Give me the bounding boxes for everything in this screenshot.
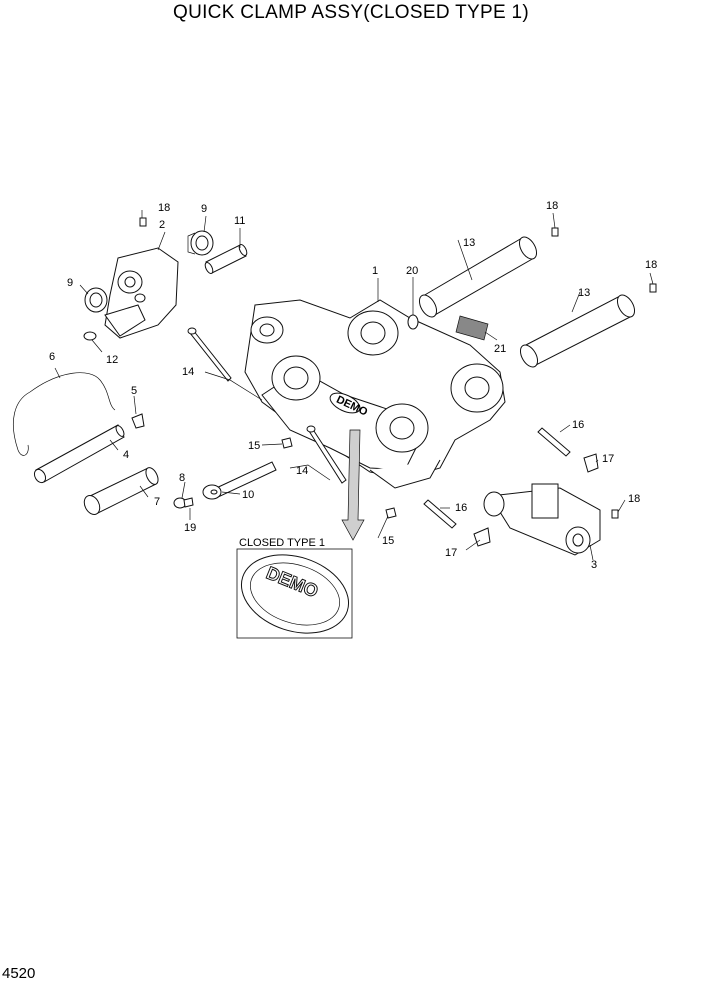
callout-11: 11 bbox=[234, 215, 245, 227]
part-17-fitting-lower bbox=[473, 527, 491, 547]
callout-18-d: 18 bbox=[628, 493, 640, 505]
part-17-fitting-upper bbox=[583, 453, 599, 473]
callout-6: 6 bbox=[49, 351, 55, 363]
leader-lines bbox=[54, 210, 654, 561]
part-14-bolt-lower bbox=[306, 425, 347, 484]
callout-18-b: 18 bbox=[546, 200, 558, 212]
part-3-cylinder bbox=[483, 483, 601, 556]
assembly-arrow-icon bbox=[341, 429, 365, 541]
part-2-clamp-hook bbox=[104, 247, 179, 339]
callout-8: 8 bbox=[179, 472, 185, 484]
part-1-main-frame: DEMO bbox=[244, 299, 506, 489]
part-16-bolt-lower bbox=[423, 499, 457, 529]
part-14-bolt-upper bbox=[187, 327, 232, 382]
callout-13-upper: 13 bbox=[463, 237, 475, 249]
inset-label: CLOSED TYPE 1 bbox=[239, 537, 325, 549]
part-11-pin bbox=[204, 243, 248, 275]
part-13-sleeve-lower bbox=[519, 294, 636, 368]
callout-21: 21 bbox=[494, 343, 506, 355]
part-4-pin bbox=[33, 424, 125, 484]
callout-17-upper: 17 bbox=[602, 453, 614, 465]
callout-7: 7 bbox=[154, 496, 160, 508]
part-15-nut-upper bbox=[281, 437, 293, 449]
callout-15-upper: 15 bbox=[248, 440, 260, 452]
callout-20: 20 bbox=[406, 265, 418, 277]
callout-9-upper: 9 bbox=[201, 203, 207, 215]
part-18-grease-nipple-b bbox=[551, 227, 559, 237]
part-13-sleeve-upper bbox=[418, 236, 538, 318]
part-6-wire bbox=[12, 372, 116, 456]
callout-numbers: 1 2 3 4 5 6 7 8 9 9 10 11 12 13 13 14 14… bbox=[49, 200, 657, 571]
part-18-grease-nipple-a bbox=[139, 217, 147, 227]
callout-5: 5 bbox=[131, 385, 137, 397]
callout-1: 1 bbox=[372, 265, 378, 277]
callout-16-lower: 16 bbox=[455, 502, 467, 514]
page-title: QUICK CLAMP ASSY(CLOSED TYPE 1) bbox=[173, 2, 529, 23]
part-9-bushing-lower bbox=[84, 287, 108, 313]
part-18-grease-nipple-c bbox=[649, 283, 657, 293]
inset-closed-type-1: CLOSED TYPE 1 DEMO bbox=[236, 537, 353, 639]
part-18-grease-nipple-d bbox=[611, 509, 619, 519]
callout-13-lower: 13 bbox=[578, 287, 590, 299]
callout-19: 19 bbox=[184, 522, 196, 534]
callout-10: 10 bbox=[242, 489, 254, 501]
callout-4: 4 bbox=[123, 449, 129, 461]
callout-9-lower: 9 bbox=[67, 277, 73, 289]
callout-18-c: 18 bbox=[645, 259, 657, 271]
part-15-nut-lower bbox=[385, 507, 397, 519]
part-21-decal bbox=[455, 315, 489, 341]
callout-2: 2 bbox=[159, 219, 165, 231]
part-7-sleeve bbox=[83, 467, 159, 515]
part-9-bushing-upper bbox=[187, 230, 214, 256]
callout-3: 3 bbox=[591, 559, 597, 571]
part-12-o-ring bbox=[83, 331, 97, 341]
callout-16-upper: 16 bbox=[572, 419, 584, 431]
part-5-clip bbox=[131, 413, 145, 429]
callout-15-lower: 15 bbox=[382, 535, 394, 547]
callout-14-lower: 14 bbox=[296, 465, 308, 477]
part-8-bolt bbox=[173, 497, 194, 509]
page-number: 4520 bbox=[2, 965, 36, 982]
callout-12: 12 bbox=[106, 354, 118, 366]
part-10-pin-plate bbox=[202, 461, 277, 500]
callout-17-lower: 17 bbox=[445, 547, 457, 559]
part-20-ring bbox=[407, 314, 419, 330]
callout-18-a: 18 bbox=[158, 202, 170, 214]
part-16-bolt-upper bbox=[537, 427, 571, 457]
callout-14-upper: 14 bbox=[182, 366, 194, 378]
